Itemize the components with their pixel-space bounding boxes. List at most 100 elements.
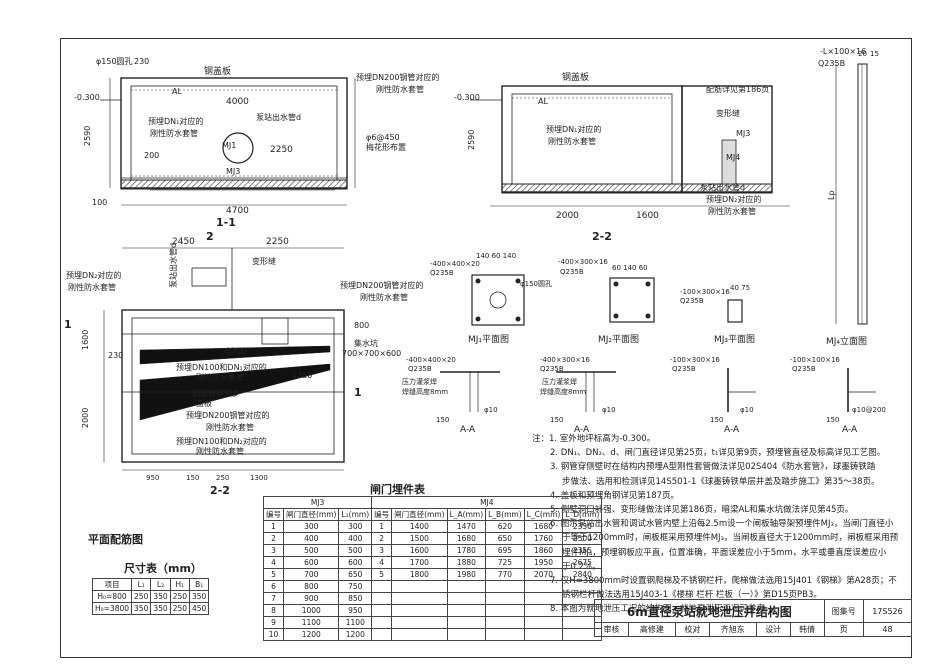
- table-cell: 4: [263, 556, 284, 569]
- svg-text:700×700×600: 700×700×600: [342, 349, 401, 358]
- svg-text:刚性防水套管: 刚性防水套管: [360, 292, 408, 302]
- svg-text:预埋DN₁对应的: 预埋DN₁对应的: [148, 116, 203, 126]
- valve-table-title: 闸门埋件表: [370, 483, 425, 496]
- svg-text:2250: 2250: [266, 237, 289, 247]
- svg-text:-400×300×16: -400×300×16: [558, 258, 608, 266]
- valve-embed-table: MJ3 MJ4 编号闸门直径(mm)L₁(mm)编号闸门直径(mm)L_A(mm…: [262, 496, 603, 641]
- svg-text:Q235B: Q235B: [540, 365, 564, 373]
- table-cell: 250: [169, 602, 191, 615]
- svg-text:MJ3: MJ3: [736, 129, 750, 138]
- table-cell: 1470: [446, 520, 487, 533]
- svg-text:预埋DN₁对应的: 预埋DN₁对应的: [546, 124, 601, 134]
- design-notes: 注：1. 室外地坪标高为-0.300。 2. DN₁、DN₂、d、闸门直径详见第…: [532, 432, 904, 617]
- table-cell: [446, 592, 487, 605]
- svg-text:刚性防水套管: 刚性防水套管: [206, 422, 254, 432]
- svg-text:钢盖板: 钢盖板: [562, 71, 589, 83]
- svg-text:15: 15: [870, 50, 879, 58]
- svg-text:预埋DN100和DN₂对应的: 预埋DN100和DN₂对应的: [176, 436, 267, 446]
- svg-text:刚性防水套管: 刚性防水套管: [196, 372, 244, 382]
- svg-text:变形缝: 变形缝: [252, 256, 276, 266]
- svg-text:250: 250: [216, 474, 229, 482]
- svg-text:Q235B: Q235B: [430, 269, 454, 277]
- svg-text:φ150圆孔: φ150圆孔: [520, 280, 552, 288]
- column-header: L_C(mm): [523, 508, 564, 521]
- table-cell: 4: [371, 556, 393, 569]
- svg-text:MJ1: MJ1: [222, 141, 236, 150]
- svg-text:盖板: 盖板: [196, 398, 212, 408]
- table-cell: 250: [169, 590, 191, 603]
- mj4-elevation: [835, 63, 868, 325]
- svg-text:-0.300: -0.300: [74, 93, 100, 102]
- column-header: 编号: [263, 508, 284, 521]
- svg-text:150: 150: [826, 416, 839, 424]
- svg-text:-400×300×16: -400×300×16: [540, 356, 590, 364]
- table-cell: 850: [338, 592, 373, 605]
- table-cell: [446, 604, 487, 617]
- mj3-plan: [727, 299, 743, 323]
- svg-text:刚性防水套管: 刚性防水套管: [548, 136, 596, 146]
- mj2-plan: [609, 277, 655, 323]
- valve-table-header: 编号闸门直径(mm)L₁(mm)编号闸门直径(mm)L_A(mm)L_B(mm)…: [263, 508, 603, 521]
- mj1-labels: -400×400×20 Q235B 140 60 140 φ150圆孔 MJ₁平…: [430, 252, 552, 345]
- svg-text:MJ3: MJ3: [226, 167, 240, 176]
- table-cell: 7: [263, 592, 284, 605]
- mj4-elevation-labels: -L×100×16 Q235B 20 15 Lp MJ₄立面图: [818, 47, 879, 347]
- svg-text:A-A: A-A: [460, 425, 476, 435]
- svg-text:钢筋铸铁踏步: 钢筋铸铁踏步: [192, 388, 240, 398]
- mj3-labels: -100×300×16 Q235B 40 75 MJ₃平面图: [680, 284, 755, 345]
- table-cell: 1200: [282, 628, 340, 641]
- svg-text:Q235B: Q235B: [818, 59, 845, 68]
- table-cell: 350: [150, 590, 171, 603]
- table-cell: 900: [282, 592, 340, 605]
- svg-text:泵站出水管d: 泵站出水管d: [700, 182, 745, 192]
- table-cell: 3: [371, 544, 393, 557]
- svg-text:泵站出水管d: 泵站出水管d: [168, 243, 178, 288]
- table-cell: [485, 604, 525, 617]
- table-cell: 350: [189, 590, 210, 603]
- section-2-2: [470, 85, 790, 207]
- table-cell: 400: [282, 532, 340, 545]
- svg-text:Q235B: Q235B: [408, 365, 432, 373]
- table-cell: 2: [371, 532, 393, 545]
- svg-text:230: 230: [134, 57, 149, 66]
- table-cell: [485, 616, 525, 629]
- svg-text:MJ4: MJ4: [726, 153, 740, 162]
- svg-text:140 60 140: 140 60 140: [476, 252, 516, 260]
- svg-text:刚性防水套管: 刚性防水套管: [376, 84, 424, 94]
- table-cell: 650: [338, 568, 373, 581]
- table-cell: [391, 592, 448, 605]
- table-cell: 2355: [562, 544, 603, 557]
- table-cell: [446, 580, 487, 593]
- table-cell: [523, 592, 564, 605]
- aa-details: [440, 368, 876, 412]
- svg-text:-100×100×16: -100×100×16: [790, 356, 840, 364]
- table-cell: 2840: [562, 568, 603, 581]
- svg-text:AL: AL: [538, 97, 548, 106]
- svg-text:2000: 2000: [556, 211, 579, 221]
- svg-text:预埋DN₂对应的: 预埋DN₂对应的: [66, 270, 121, 280]
- svg-text:60 140 60: 60 140 60: [612, 264, 648, 272]
- note-line: 4. 盖板和预埋角钢详见第187页。: [550, 490, 680, 501]
- table-cell: [446, 616, 487, 629]
- svg-text:集水坑: 集水坑: [354, 338, 378, 348]
- table-cell: [391, 580, 448, 593]
- svg-text:φ10@200: φ10@200: [852, 406, 886, 414]
- svg-text:压力灌浆焊: 压力灌浆焊: [542, 377, 577, 386]
- note-line: 5. 侧壁洞口补强、变形缝做法详见第186页，暗梁AL和集水坑做法详见第45页。: [550, 505, 854, 516]
- svg-text:A-A: A-A: [842, 425, 858, 435]
- svg-text:4000: 4000: [224, 347, 247, 357]
- svg-text:2250: 2250: [270, 145, 293, 155]
- svg-text:20: 20: [858, 50, 867, 58]
- svg-text:焊缝高度8mm: 焊缝高度8mm: [402, 387, 448, 396]
- aa-labels: -400×400×20 Q235B 压力灌浆焊 焊缝高度8mm φ10 150 …: [402, 356, 886, 435]
- svg-text:MJ₁平面图: MJ₁平面图: [468, 334, 509, 345]
- svg-text:2450: 2450: [172, 237, 195, 247]
- drawing-title: 6m直径泵站就地泄压井结构图: [594, 599, 825, 623]
